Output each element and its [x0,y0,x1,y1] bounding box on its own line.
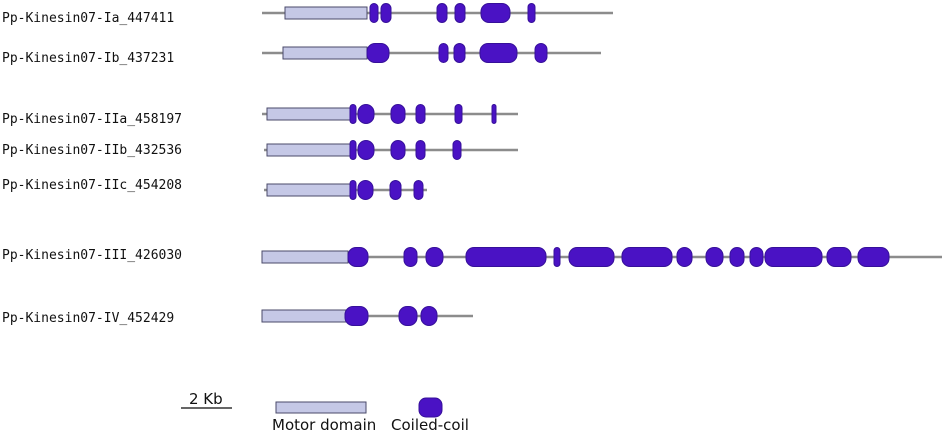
protein-track [261,306,473,326]
protein-track [264,140,518,160]
coiled-coil-segment [705,247,724,267]
coiled-coil-segment [479,43,518,63]
protein-label: Pp-Kinesin07-IIc_454208 [2,178,182,193]
coiled-coil-segment [729,247,745,267]
coiled-coil-segment [465,247,547,267]
coiled-coil-segment [344,306,369,326]
coiled-coil-segment [389,180,402,200]
coiled-coil-segment [826,247,852,267]
coiled-coil-segment [857,247,890,267]
protein-track [262,43,601,63]
coiled-coil-segment [527,3,536,23]
coiled-coil-segment [621,247,673,267]
legend: 2 Kb Motor domain Coiled-coil [181,390,469,434]
coiled-coil-segment [568,247,615,267]
protein-label: Pp-Kinesin07-IV_452429 [2,311,174,326]
coiled-coil-segment [534,43,548,63]
motor-domain [284,6,368,20]
coiled-coil-segment [398,306,418,326]
legend-motor-swatch [275,401,367,414]
coiled-coil-segment [454,3,466,23]
legend-coil-label: Coiled-coil [391,416,469,434]
coiled-coil-segment [369,3,379,23]
protein-track [262,3,613,23]
motor-domain [282,46,368,60]
protein-track [262,104,518,124]
coiled-coil-segment [357,180,374,200]
coiled-coil-segment [413,180,424,200]
protein-label: Pp-Kinesin07-IIb_432536 [2,143,182,158]
coiled-coil-segment [415,104,426,124]
coiled-coil-segment [480,3,511,23]
coiled-coil-segment [454,104,463,124]
legend-motor-label: Motor domain [272,416,376,434]
coiled-coil-segment [357,104,375,124]
coiled-coil-segment [415,140,426,160]
coiled-coil-segment [676,247,693,267]
protein-track [261,247,942,267]
motor-domain [266,183,353,197]
coiled-coil-segment [403,247,418,267]
coiled-coil-segment [349,104,357,124]
motor-domain [266,107,353,121]
protein-label: Pp-Kinesin07-Ib_437231 [2,51,174,66]
coiled-coil-segment [366,43,390,63]
motor-domain [261,309,347,323]
legend-coil-swatch [418,397,443,418]
coiled-coil-segment [357,140,375,160]
coiled-coil-segment [491,104,497,124]
protein-label: Pp-Kinesin07-Ia_447411 [2,11,174,26]
coiled-coil-segment [420,306,438,326]
coiled-coil-segment [349,140,357,160]
coiled-coil-segment [453,43,466,63]
coiled-coil-segment [380,3,392,23]
coiled-coil-segment [438,43,449,63]
coiled-coil-segment [425,247,444,267]
coiled-coil-segment [390,140,406,160]
coiled-coil-segment [749,247,764,267]
coiled-coil-segment [553,247,561,267]
scale-label: 2 Kb [189,390,223,408]
protein-label: Pp-Kinesin07-IIa_458197 [2,112,182,127]
coiled-coil-segment [349,180,357,200]
coiled-coil-segment [452,140,462,160]
coiled-coil-segment [764,247,823,267]
motor-domain [266,143,353,157]
motor-domain [261,250,349,264]
coiled-coil-segment [347,247,369,267]
coiled-coil-segment [390,104,406,124]
coiled-coil-segment [436,3,448,23]
protein-track [264,180,427,200]
protein-label: Pp-Kinesin07-III_426030 [2,248,182,263]
